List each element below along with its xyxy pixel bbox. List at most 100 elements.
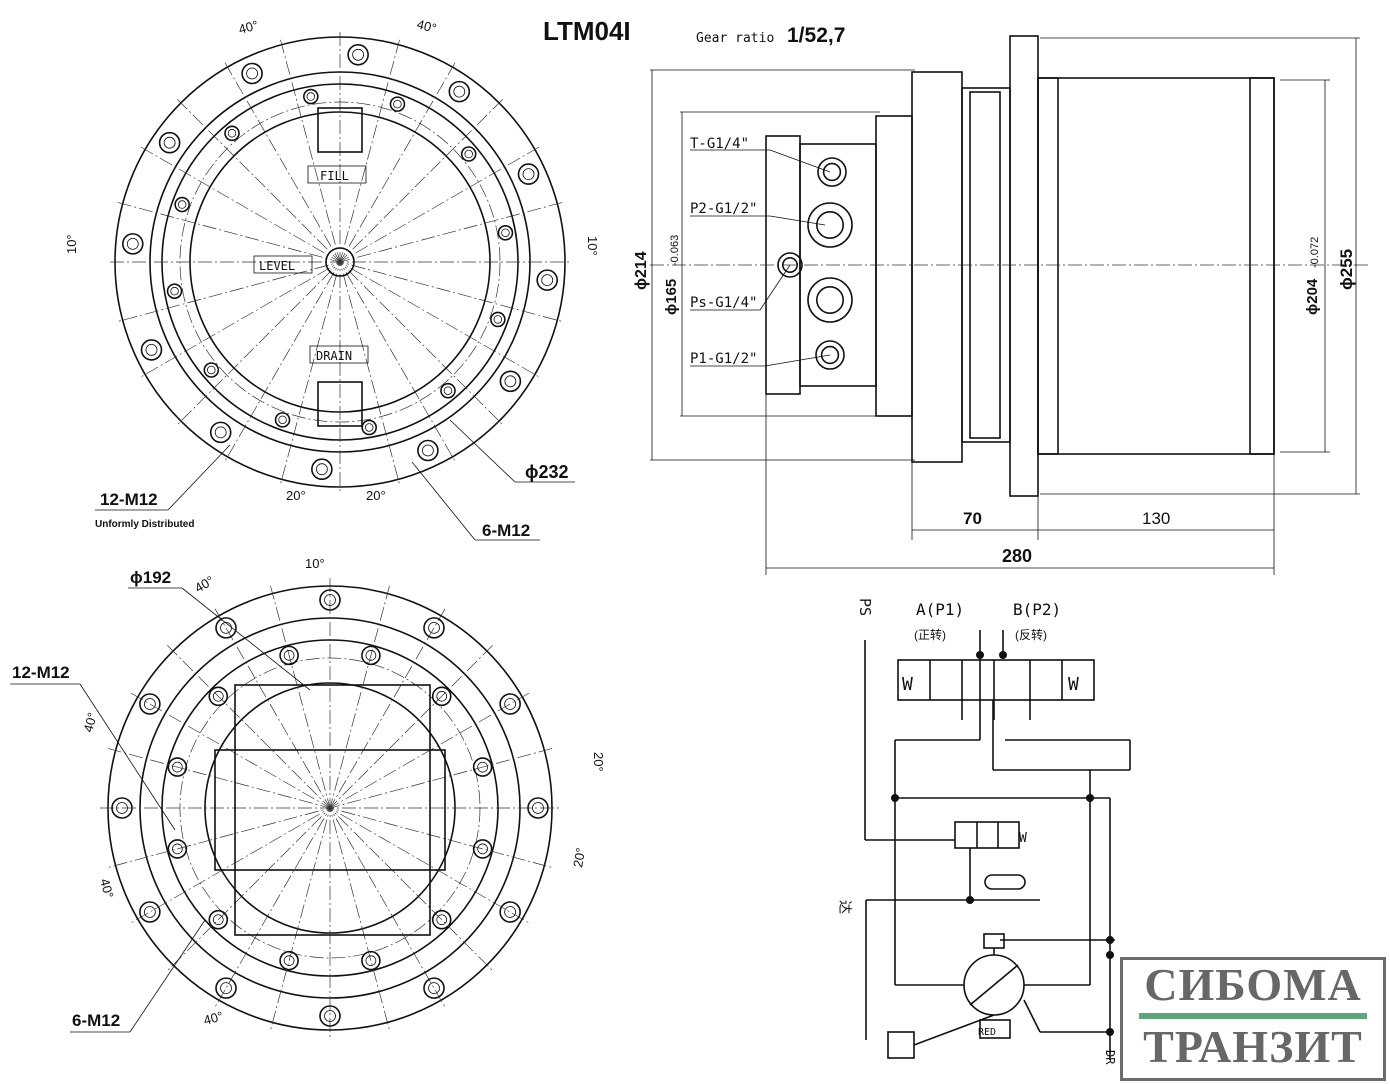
bolt-hole	[166, 283, 183, 299]
bolt-hole	[158, 131, 181, 154]
bolt-hole	[174, 196, 190, 213]
bolt-hole-inner	[212, 690, 224, 702]
bolt-hole	[423, 617, 445, 639]
bolt-hole	[215, 977, 237, 999]
bolt-hole-inner	[422, 444, 434, 457]
bolt-hole	[279, 645, 299, 666]
dim-d165: ϕ165	[663, 279, 680, 315]
port	[815, 340, 845, 370]
angle-label: 40°	[415, 16, 438, 36]
logo-bar	[1139, 1013, 1367, 1019]
bolt-hole-inner	[163, 136, 176, 149]
port-b-note: (反转)	[1015, 627, 1047, 642]
bolt-hole	[224, 125, 240, 142]
bolt-hole	[497, 225, 514, 241]
fill-plug	[317, 107, 363, 153]
port-inner	[815, 211, 844, 240]
bolt-hole-inner	[453, 85, 466, 98]
dim-280: 280	[1002, 546, 1032, 566]
port	[777, 252, 803, 278]
dim-130: 130	[1142, 509, 1170, 528]
valve-block	[234, 684, 431, 936]
bolt-hole	[139, 693, 161, 715]
gear-ratio-label: Gear ratio	[696, 31, 774, 46]
angle-label: 20°	[366, 488, 386, 503]
bolt-hole	[274, 412, 291, 428]
bolt-hole	[431, 909, 452, 930]
bolt-hole	[215, 617, 237, 639]
port-b: B(P2)	[1013, 600, 1061, 619]
bolt-label-2: 6-M12	[482, 521, 530, 540]
bolt-hole-inner	[464, 149, 473, 159]
bolt-label-2: 6-M12	[72, 1011, 120, 1030]
bolt-hole	[139, 901, 161, 923]
bolt-hole-inner	[365, 955, 377, 966]
bolt-hole-inner	[436, 914, 448, 926]
bolt-hole-inner	[493, 315, 503, 324]
level-label: LEVEL	[259, 259, 295, 273]
angle-label: 40°	[192, 573, 217, 596]
angle-label: 40°	[97, 877, 117, 900]
side-view: T-G1/4" P2-G1/2" Ps-G1/4" P1-G1/2" ϕ214 …	[633, 35, 1370, 575]
bolt-hole	[499, 370, 522, 393]
angle-label: 10°	[64, 234, 79, 254]
port-label-t: T-G1/4"	[690, 136, 749, 152]
bolt-hole	[472, 839, 493, 859]
spring-label: W	[1019, 831, 1027, 846]
drain-port: DR	[1103, 1050, 1117, 1065]
bolt-hole-inner	[315, 463, 328, 476]
bolt-hole	[167, 757, 188, 777]
bolt-hole-inner	[170, 286, 179, 296]
angle-label: 10°	[585, 236, 600, 256]
bolt-hole	[140, 339, 163, 361]
port-inner	[822, 162, 842, 182]
bolt-hole-inner	[278, 415, 287, 425]
bolt-hole-inner	[172, 761, 183, 773]
bolt-hole	[361, 419, 377, 436]
company-logo: СИБОМА ТРАНЗИТ	[1120, 957, 1386, 1081]
bolt-label: 12-M12	[12, 663, 70, 682]
spring-label: W	[1068, 674, 1079, 695]
center-line	[117, 202, 563, 322]
bolt-hole	[347, 43, 369, 66]
bolt-hole-inner	[477, 843, 488, 855]
dim-d204: ϕ204	[1304, 278, 1321, 315]
bolt-hole	[417, 439, 439, 462]
bolt-hole	[209, 421, 232, 444]
bolt-hole-inner	[143, 906, 156, 918]
angle-label: 10°	[305, 556, 325, 571]
bolt-hole-inner	[306, 92, 316, 101]
spring-label: W	[902, 674, 913, 695]
bolt-hole-inner	[246, 67, 258, 80]
angle-label: 20°	[286, 488, 306, 503]
reducer-label: RED	[978, 1027, 996, 1038]
logo-line1: СИБОМА	[1144, 959, 1362, 1010]
hydraulic-schematic: PS A(P1) B(P2) (正转) (反转) W W W RED 达 DR	[837, 598, 1131, 1065]
bolt-hole-inner	[501, 228, 510, 238]
port-label-p1: P1-G1/2"	[690, 351, 757, 367]
drain-label: DRAIN	[316, 349, 352, 363]
bolt-hole-inner	[393, 99, 402, 109]
drain-plug	[317, 381, 363, 427]
bolt-hole	[361, 645, 381, 666]
port-a-note: (正转)	[914, 627, 946, 642]
bolt-hole	[460, 146, 477, 162]
port	[807, 202, 853, 248]
bolt-hole-inner	[364, 423, 374, 432]
bolt-hole	[121, 233, 144, 255]
bolt-hole	[241, 62, 263, 85]
bolt-hole-inner	[214, 426, 227, 439]
valve-block-side	[214, 749, 446, 871]
bolt-hole-inner	[177, 200, 187, 209]
bolt-hole-inner	[283, 650, 295, 661]
bolt-label: 12-M12	[100, 490, 158, 509]
port-inner	[820, 345, 840, 365]
bolt-hole-inner	[541, 274, 554, 287]
angle-label: 40°	[80, 711, 100, 734]
bolt-hole-inner	[126, 237, 139, 250]
bolt-hole-inner	[365, 650, 377, 661]
fill-label: FILL	[320, 169, 349, 183]
port-ps: PS	[856, 598, 874, 616]
angle-label: 40°	[202, 1008, 225, 1028]
